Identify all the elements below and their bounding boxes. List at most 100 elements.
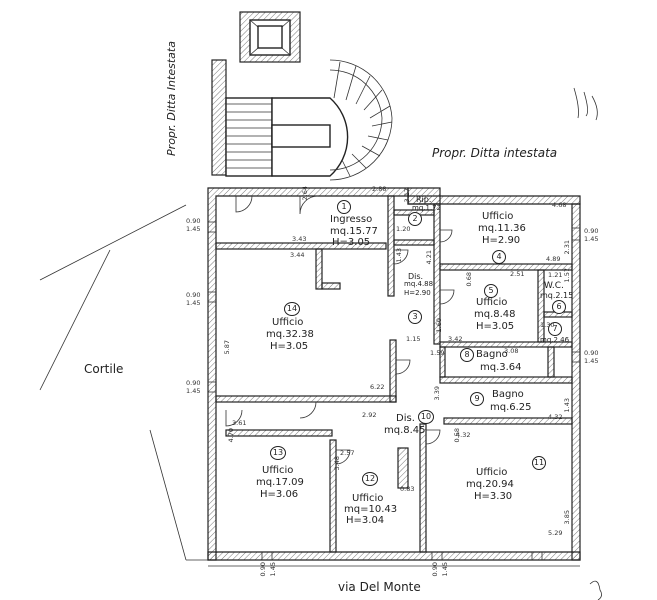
dim-label: 1.43 — [562, 398, 571, 413]
room-11-area: mq.20.94 — [466, 479, 514, 490]
room-14-name: Ufficio — [272, 317, 304, 328]
dim-label: 3.42 — [448, 335, 463, 343]
dim-label: 4.89 — [546, 255, 561, 263]
dim-label: 0.58 — [452, 428, 461, 443]
window-dim: 1.45 — [268, 562, 277, 577]
room-11-height: H=3.30 — [474, 491, 513, 502]
dim-label: 1.20 — [396, 225, 411, 233]
room-9-area: mq.6.25 — [490, 402, 532, 413]
room-1-area: mq.15.77 — [330, 226, 378, 237]
room-4-name: Ufficio — [482, 211, 514, 222]
dim-label: 1.21 — [548, 271, 563, 279]
window-dim: 0.90 — [258, 562, 267, 577]
room-8-area: mq.3.64 — [480, 362, 522, 373]
dim-label: 5.29 — [548, 529, 563, 537]
dim-label: 6.22 — [370, 383, 385, 391]
dim-label: 4.68 — [552, 201, 567, 209]
dim-label: 3.44 — [290, 251, 305, 259]
window-dim: 0.90 — [186, 379, 201, 387]
room-number-12: 12 — [362, 472, 378, 486]
dim-label: 1.60 — [434, 318, 443, 333]
room-14-area: mq.32.38 — [266, 329, 314, 340]
room-3-name: Dis. — [408, 272, 424, 281]
window-dim: 0.90 — [186, 217, 201, 225]
dim-label: 0.83 — [400, 485, 415, 493]
room-number-2: 2 — [408, 212, 422, 226]
room-8-name: Bagno — [476, 349, 508, 360]
room-number-10: 10 — [418, 410, 434, 424]
dim-label: 4.32 — [548, 413, 563, 421]
room-number-14: 14 — [284, 302, 300, 316]
stair-tower — [239, 11, 301, 63]
room-2-name: Rip. — [416, 195, 432, 204]
window-dim: 1.45 — [186, 387, 201, 395]
room-number-5: 5 — [484, 284, 498, 298]
room-number-3: 3 — [408, 310, 422, 324]
window-dim: 1.45 — [584, 235, 599, 243]
room-number-1: 1 — [337, 200, 351, 214]
room-12-area: mq=10.43 — [344, 504, 398, 515]
dim-label: 0.68 — [464, 272, 473, 287]
street-label: via Del Monte — [338, 580, 421, 594]
room-14-height: H=3.05 — [270, 341, 309, 352]
door-swings — [225, 195, 455, 465]
room-number-9: 9 — [470, 392, 484, 406]
dim-label: 2.31 — [562, 240, 571, 255]
dim-label: 3.85 — [562, 510, 571, 525]
room-9-name: Bagno — [492, 389, 524, 400]
dim-label: 2.92 — [362, 411, 377, 419]
room-number-6: 6 — [552, 300, 566, 314]
dim-label: 4.32 — [456, 431, 471, 439]
room-13-height: H=3.06 — [260, 489, 299, 500]
window-dim: 0.90 — [584, 349, 599, 357]
dim-label: 1.59 — [430, 349, 445, 357]
staircase — [211, 59, 393, 181]
room-4-height: H=2.90 — [482, 235, 521, 246]
corner-mark — [589, 580, 602, 600]
room-7-area: mq.2.46 — [540, 336, 570, 344]
dim-label: 1.57 — [562, 268, 571, 283]
room-1-height: H=3.05 — [332, 237, 371, 248]
window-dim: 1.45 — [584, 357, 599, 365]
window-dim: 1.45 — [186, 225, 201, 233]
room-5-name: Ufficio — [476, 297, 508, 308]
room-6-name: W.C. — [544, 281, 564, 291]
room-3-area: mq.4.88 — [404, 280, 434, 288]
dim-label: 3.61 — [232, 419, 247, 427]
room-10-area: mq.8.45 — [384, 425, 426, 436]
dim-label: 2.51 — [510, 270, 525, 278]
signature-mark — [573, 87, 598, 121]
dim-label: 2.57 — [340, 449, 355, 457]
room-3-height: H=2.90 — [404, 289, 431, 297]
window-dim: 0.90 — [186, 291, 201, 299]
dim-label: 1.43 — [394, 248, 403, 263]
room-number-4: 4 — [492, 250, 506, 264]
room-number-13: 13 — [270, 446, 286, 460]
room-6-area: mq.2.15 — [540, 291, 574, 300]
room-4-area: mq.11.36 — [478, 223, 526, 234]
window-dim: 0.90 — [430, 562, 439, 577]
neighbor-vertical-label: Propr. Ditta Intestata — [164, 41, 178, 156]
neighbor-horizontal-label: Propr. Ditta intestata — [432, 146, 558, 160]
dim-label: 4.21 — [424, 250, 433, 265]
courtyard-boundary — [39, 204, 208, 561]
room-1-name: Ingresso — [330, 214, 373, 225]
room-number-11: 11 — [532, 456, 546, 470]
room-13-name: Ufficio — [262, 465, 294, 476]
dim-label: 3.08 — [504, 347, 519, 355]
dim-label: 2.64 — [300, 186, 309, 201]
room-5-area: mq.8.48 — [474, 309, 516, 320]
room-12-height: H=3.04 — [346, 515, 385, 526]
window-dim: 0.90 — [584, 227, 599, 235]
outer-walls — [207, 187, 581, 561]
room-number-8: 8 — [460, 348, 474, 362]
dim-label: 3.48 — [332, 456, 341, 471]
dim-label: 5.87 — [222, 340, 231, 355]
room-5-height: H=3.05 — [476, 321, 515, 332]
room-11-name: Ufficio — [476, 467, 508, 478]
dim-label: 1.30 — [540, 321, 555, 329]
room-2-area: mq.1.72 — [412, 204, 442, 212]
room-10-name: Dis. — [396, 413, 415, 424]
dim-label: 2.88 — [372, 185, 387, 193]
